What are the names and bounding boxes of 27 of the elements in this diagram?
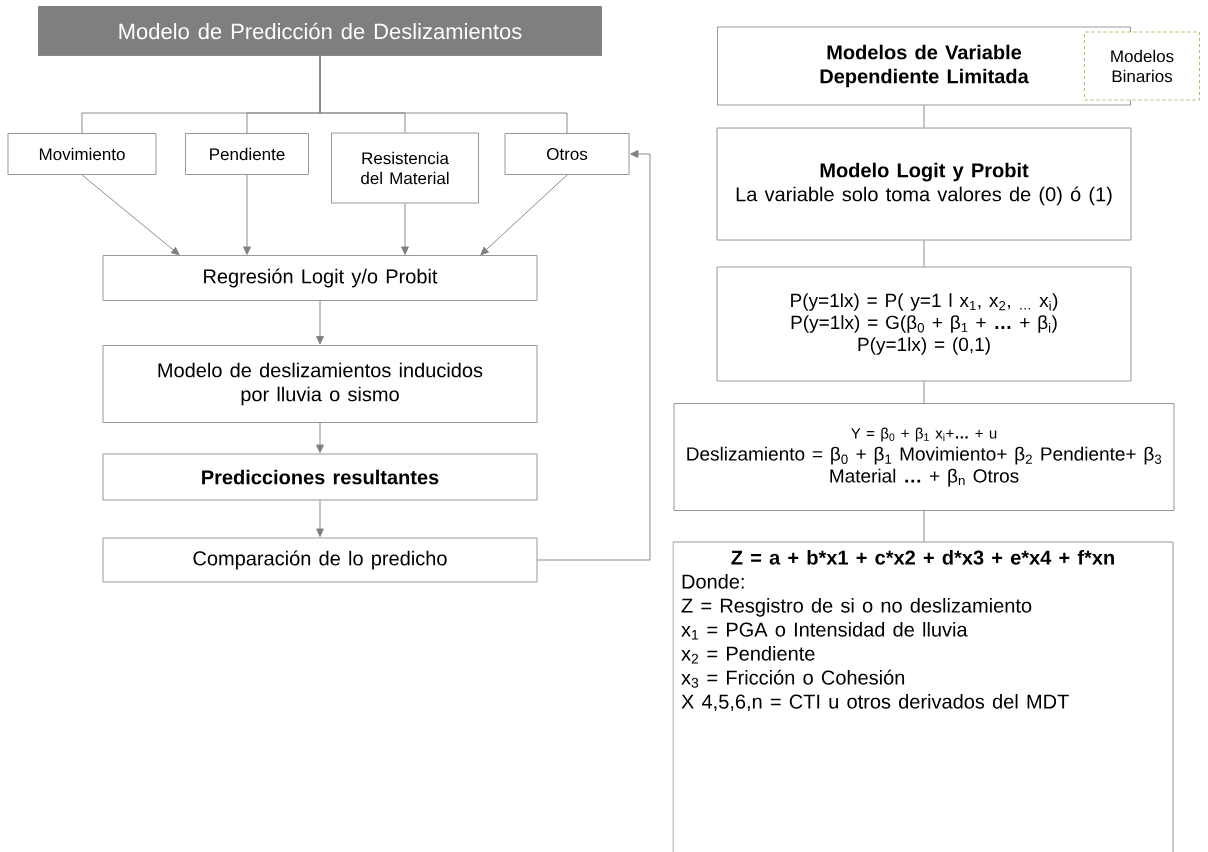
connector-line [923,510,925,542]
arrow [243,174,251,255]
arrow [81,174,180,256]
arrow [401,203,409,255]
process-box: Modelo de deslizamientos inducidos por lluvia o sismo [102,345,538,423]
arrow [480,174,568,256]
connector-line [923,240,925,267]
factor-box: Resistencia del Material [331,132,479,204]
arrow [316,500,324,537]
formula-box: Y = β$_{0}$ + β$_{1}$ x$_{i}$+… + u Deslizamiento = β$_{0}$ + β$_{1}$ Movimiento+ β$_{2}$ Pendiente+ β$_{3}$ Material … + β$_{n}$ Otros [673,403,1175,511]
connector-line [923,105,925,128]
arrow [316,300,324,345]
arrow [537,150,651,561]
arrow [316,422,324,453]
connector-line [923,381,925,404]
formula-box: Z = a + b*x1 + c*x2 + d*x3 + e*x4 + f*xn Donde: Z = Resgistro de si o no deslizamiento x$_{1}$ = PGA o Intensidad de lluvia x$_{2}$ = Pendiente x$_{3}$ = Fricción o Cohesión X 4,5,6,n = CTI u otros derivados del MDT [672,541,1174,852]
factor-box: Otros [504,133,630,175]
connector-line [319,55,568,134]
dashed-tag-box: Modelos Binarios [1084,31,1200,101]
factor-box: Movimiento [7,133,157,175]
factor-box: Pendiente [185,133,309,175]
model-box: Modelo Logit y Probit La variable solo toma valores de (0) ó (1) [716,127,1132,241]
process-box: Comparación de lo predicho [102,537,538,583]
process-box: Regresión Logit y/o Probit [102,255,538,301]
title-box: Modelo de Predicción de Deslizamientos [38,6,602,56]
process-box: Predicciones resultantes [102,453,538,501]
formula-box: P(y=1lx) = P( y=1 l x$_{1}$, x$_{2}$, $_{…}$ x$_{i}$) P(y=1lx) = G(β$_{0}$ + β$_{1}$ + … + β$_{i}$) P(y=1lx) = (0,1) [716,266,1132,382]
